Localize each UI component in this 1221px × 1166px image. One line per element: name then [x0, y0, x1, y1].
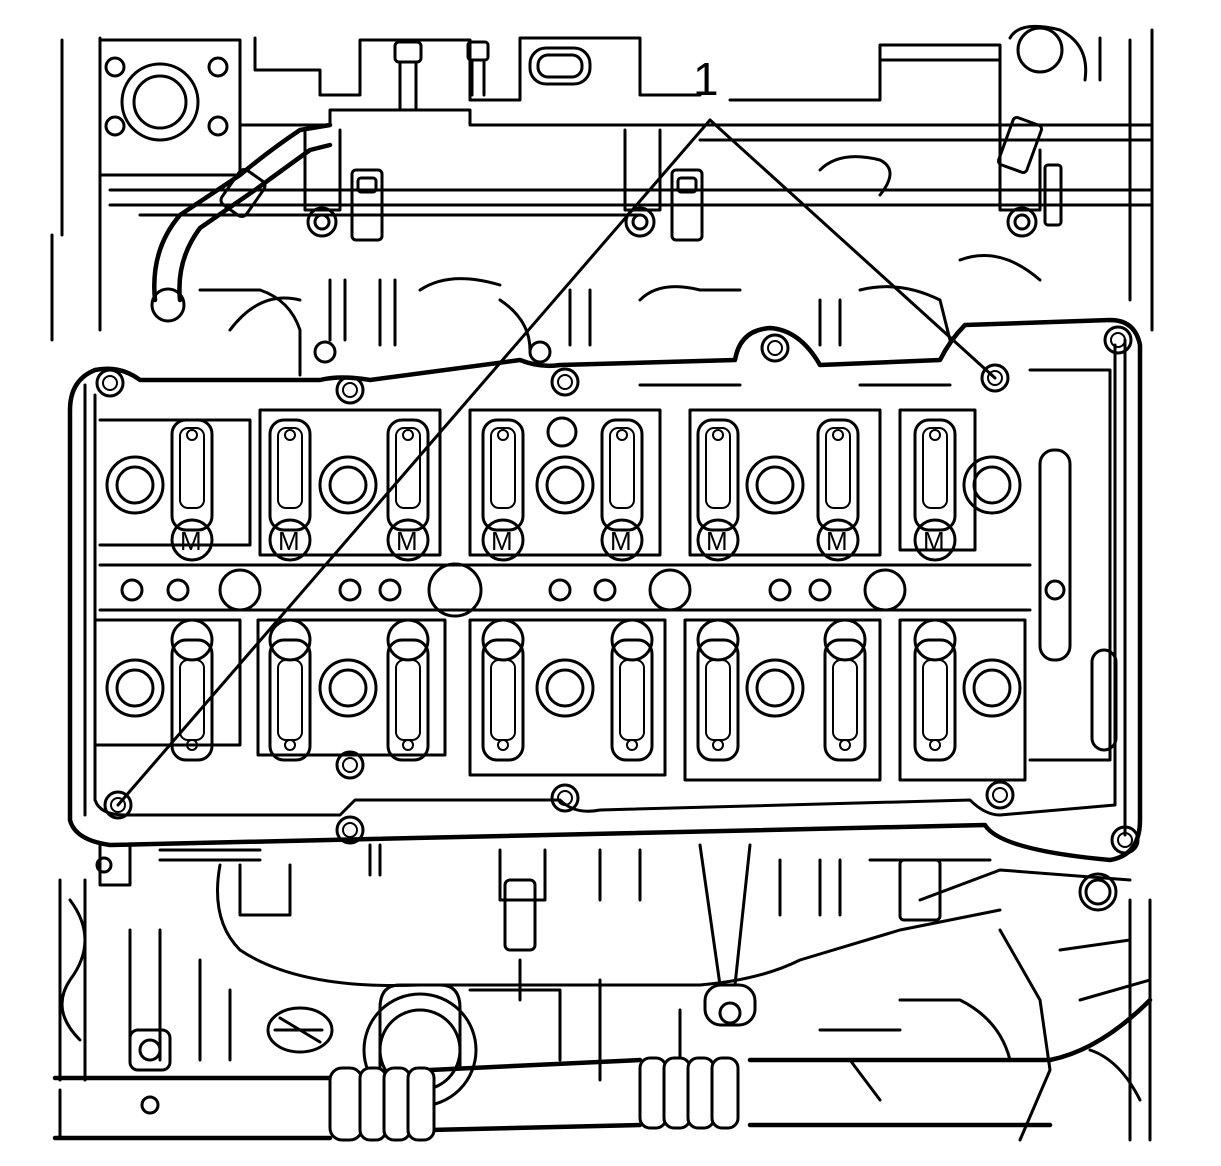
svg-text:M: M: [491, 526, 513, 556]
cylinder-head-plate: M M M M: [67, 317, 1143, 863]
upper-rocker-row: M M M M: [98, 408, 977, 562]
center-rail: [98, 562, 1032, 618]
svg-text:M: M: [278, 526, 300, 556]
rocker-arm: [268, 618, 312, 762]
cam-journals: [105, 455, 1022, 718]
lower-engine-background: [52, 843, 1153, 1142]
perimeter-bolts: [95, 325, 1140, 855]
rocker-arm: [386, 618, 430, 762]
rocker-arm: M: [696, 418, 740, 562]
rocker-arm: [610, 618, 654, 762]
rocker-arm: [823, 618, 867, 762]
rocker-arm: [696, 618, 740, 762]
callout-label-1: 1: [693, 53, 719, 105]
callout-leaders: [116, 118, 997, 807]
svg-text:M: M: [396, 526, 418, 556]
svg-text:M: M: [826, 526, 848, 556]
rocker-arm: [170, 618, 214, 762]
rocker-arm: M: [816, 418, 860, 562]
svg-text:M: M: [180, 526, 202, 556]
rocker-arm: M: [268, 418, 312, 562]
rocker-arm: [913, 618, 957, 762]
rocker-arm: [481, 618, 525, 762]
svg-text:M: M: [706, 526, 728, 556]
rocker-arm: M: [386, 418, 430, 562]
upper-engine-background: [50, 24, 1154, 448]
svg-text:M: M: [923, 526, 945, 556]
svg-text:M: M: [610, 526, 632, 556]
rocker-arm: M: [913, 418, 957, 562]
rocker-arm: M: [481, 418, 525, 562]
lower-rocker-row: [93, 618, 1027, 782]
rocker-arm: M: [170, 418, 214, 562]
rocker-arm: M: [600, 418, 644, 562]
